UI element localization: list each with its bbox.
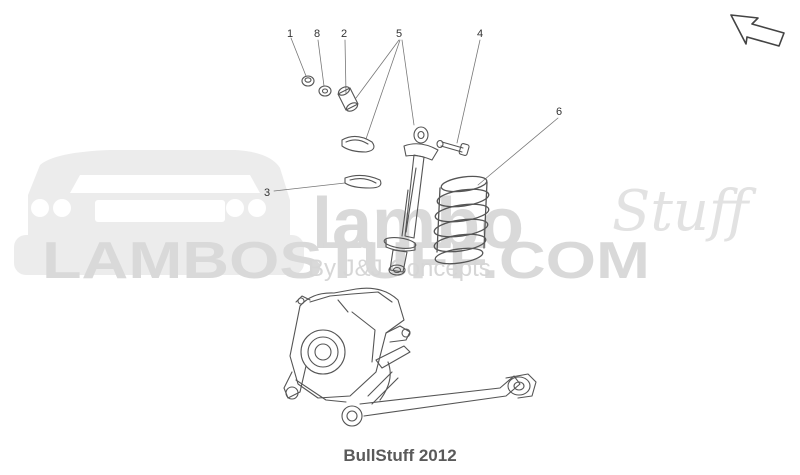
part-3-pad: [344, 174, 382, 189]
watermark: lambo Stuff LAMBOSTUFF.COM By J&J Concep…: [14, 150, 757, 290]
callout-1: 1: [287, 28, 293, 40]
part-5-pad: [341, 135, 375, 153]
part-shock-absorber: [383, 126, 439, 276]
callout-labels: 1 8 2 5 4 6 3: [264, 28, 562, 199]
part-8-washer: [318, 85, 332, 97]
part-1-cap: [301, 75, 315, 87]
callout-5: 5: [396, 28, 402, 40]
part-2-bushing: [337, 86, 359, 112]
footer-caption: BullStuff 2012: [343, 446, 457, 465]
watermark-script: Stuff: [612, 179, 757, 244]
hub-carrier: [283, 287, 411, 403]
watermark-main: LAMBOSTUFF.COM: [42, 232, 650, 290]
callout-8: 8: [314, 28, 320, 40]
callout-3: 3: [264, 187, 270, 199]
lower-control-arm: [341, 345, 537, 427]
part-6-coil-spring: [433, 175, 490, 265]
callout-4: 4: [477, 28, 483, 40]
callout-2: 2: [341, 28, 347, 40]
watermark-brand: lambo: [312, 184, 524, 264]
arrow-up-left-icon: [730, 14, 785, 47]
callout-6: 6: [556, 106, 562, 118]
part-4-bolt: [436, 139, 470, 156]
leader-lines: [273, 37, 559, 192]
